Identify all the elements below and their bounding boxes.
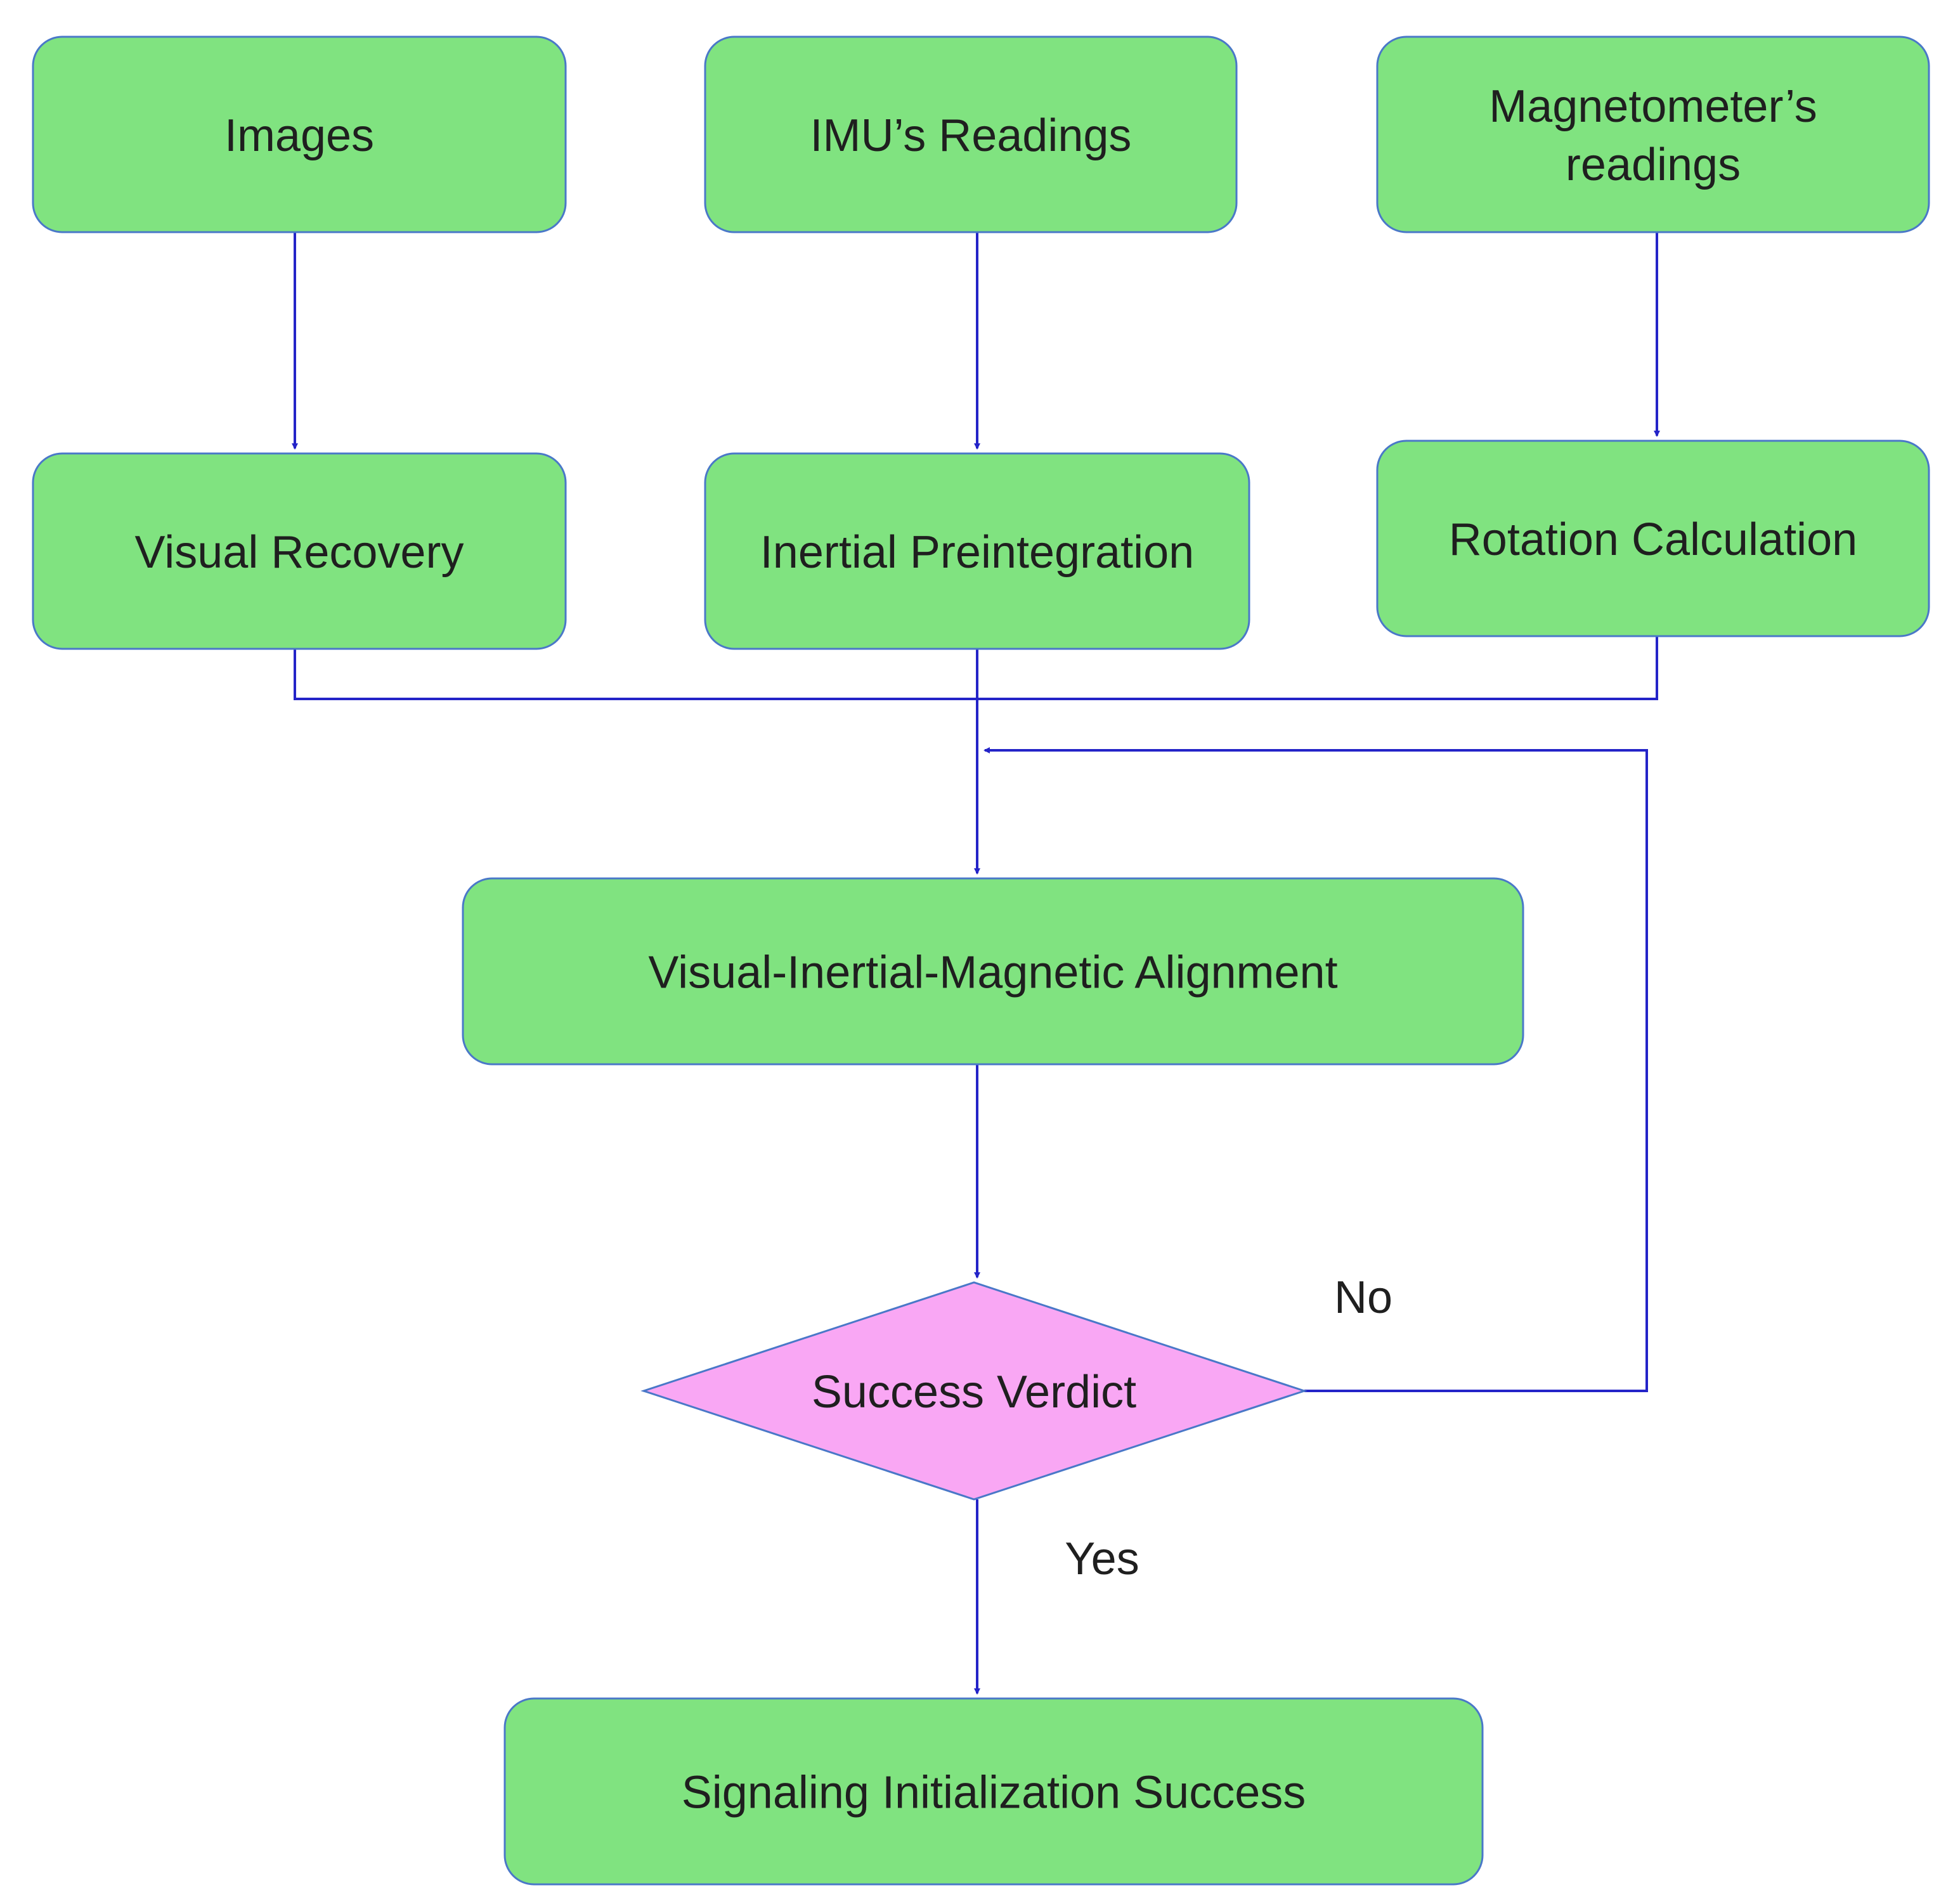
process-box (32, 452, 567, 650)
node-magnetometer-readings: Magnetometer’s readings (1376, 36, 1930, 233)
edge-labels-layer: No Yes (1065, 1272, 1392, 1584)
node-label: Images (224, 110, 374, 161)
node-label: readings (1566, 140, 1741, 190)
connectors-layer (292, 232, 1660, 1695)
node-label: Signaling Initialization Success (682, 1768, 1306, 1818)
node-label: Magnetometer’s (1489, 81, 1817, 132)
connector-rotation-calculation-to-merge (977, 636, 1658, 700)
node-inertial-preintegration: Inertial Preintegration (704, 452, 1250, 650)
process-box (503, 1697, 1484, 1886)
node-success-verdict: Success Verdict (640, 1281, 1308, 1501)
node-label: Success Verdict (812, 1367, 1136, 1418)
connector-visual-recovery-to-merge (294, 649, 977, 700)
node-imu-readings: IMU’s Readings (704, 36, 1238, 233)
node-rotation-calculation: Rotation Calculation (1376, 440, 1930, 637)
nodes-layer: Images IMU’s Readings Magnetometer’s readin… (32, 36, 1930, 1886)
connector-verdict-no-loop (983, 747, 1648, 1392)
node-alignment: Visual-Inertial-Magnetic Alignment (462, 877, 1524, 1066)
edge-label-yes: Yes (1065, 1534, 1139, 1584)
process-box (704, 452, 1250, 650)
process-box (1376, 36, 1930, 233)
node-label: Rotation Calculation (1449, 514, 1857, 565)
node-label: Visual-Inertial-Magnetic Alignment (648, 948, 1337, 998)
node-images: Images (32, 36, 567, 233)
process-box (462, 877, 1524, 1066)
node-label: IMU’s Readings (810, 110, 1132, 161)
edge-label-no: No (1334, 1272, 1392, 1323)
node-label: Visual Recovery (135, 527, 464, 578)
node-label: Inertial Preintegration (760, 527, 1194, 578)
decision-diamond (640, 1281, 1308, 1501)
process-box (32, 36, 567, 233)
node-signaling-success: Signaling Initialization Success (503, 1697, 1484, 1886)
process-box (1376, 440, 1930, 637)
process-box (704, 36, 1238, 233)
node-visual-recovery: Visual Recovery (32, 452, 567, 650)
